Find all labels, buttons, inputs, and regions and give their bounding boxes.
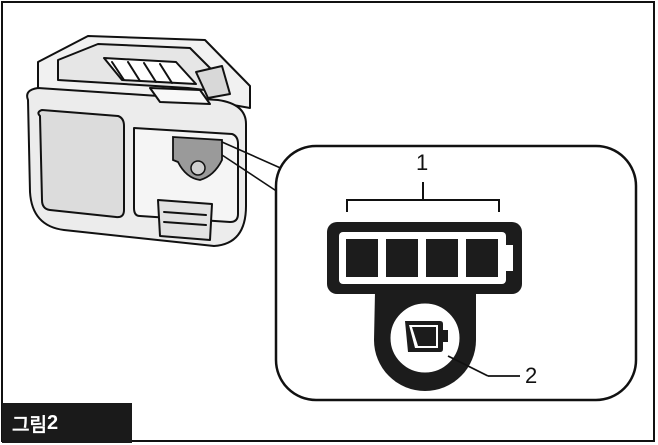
callout-label-1: 1 (416, 150, 428, 175)
level-bar-1 (346, 239, 378, 277)
level-bar-2 (386, 239, 418, 277)
bracket-1 (346, 182, 500, 212)
battery-level-icon (339, 232, 513, 284)
battery-pack-illustration (26, 35, 251, 247)
level-bar-4 (466, 239, 498, 277)
battery-indicator-window (172, 136, 223, 181)
caption-number: 2 (46, 411, 59, 434)
check-button-battery-icon (405, 321, 448, 352)
callout-label-2: 2 (525, 363, 537, 388)
caption-prefix: 그림 (12, 413, 47, 436)
leader-2 (447, 355, 520, 377)
level-bar-3 (426, 239, 458, 277)
